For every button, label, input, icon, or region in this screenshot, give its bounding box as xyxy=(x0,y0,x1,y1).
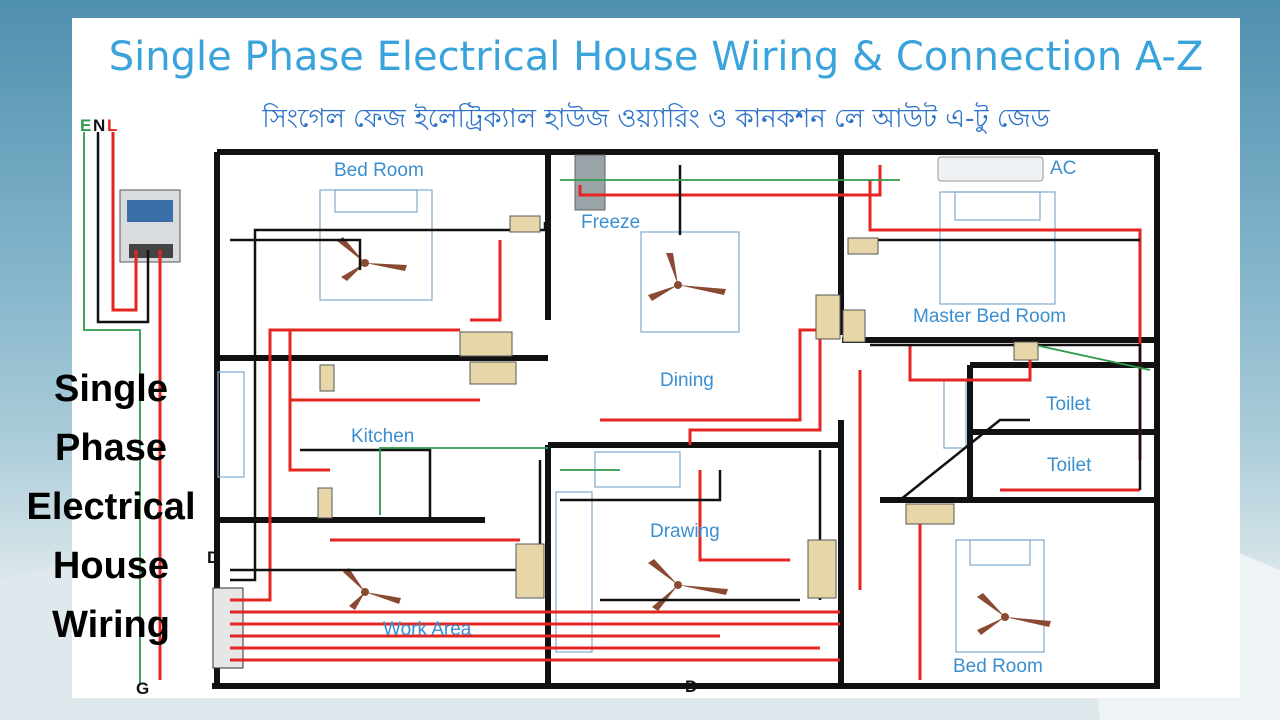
room-label-toilet-1: Toilet xyxy=(1046,394,1091,415)
room-label-drawing: Drawing xyxy=(650,521,720,542)
earth-label: E xyxy=(80,116,91,135)
neutral-wires xyxy=(96,132,1142,602)
room-label-dining: Dining xyxy=(660,370,714,391)
ceiling-fan-icon xyxy=(337,237,1051,635)
side-caption-line: House xyxy=(52,545,170,587)
side-caption: Single Phase Electrical House Wiring xyxy=(0,360,222,655)
neutral-label: N xyxy=(93,116,105,135)
door-label-bottom: D xyxy=(685,677,697,696)
phase-wires xyxy=(111,132,1142,680)
room-label-work-area: Work Area xyxy=(383,619,472,640)
side-caption-line: Electrical xyxy=(26,486,196,528)
page-subtitle: সিংগেল ফেজ ইলেট্রিক্যাল হাউজ ওয়্যারিং ও… xyxy=(262,104,1050,134)
room-label-toilet-2: Toilet xyxy=(1047,455,1092,476)
side-caption-line: Wiring xyxy=(52,604,170,646)
side-caption-line: Single xyxy=(53,368,169,410)
ac-unit-icon xyxy=(937,156,1044,182)
switch-board-icon xyxy=(317,215,1039,599)
room-label-bed-room-2: Bed Room xyxy=(953,656,1043,677)
room-label-bed-room: Bed Room xyxy=(334,160,424,181)
side-caption-line: Phase xyxy=(55,427,167,469)
phase-label: L xyxy=(107,116,117,135)
fridge-icon xyxy=(574,154,606,211)
ground-label: G xyxy=(136,679,149,698)
furniture xyxy=(217,189,1056,653)
room-label-ac: AC xyxy=(1050,158,1076,179)
page-title: Single Phase Electrical House Wiring & C… xyxy=(108,34,1204,80)
door-label-left: D xyxy=(207,548,219,567)
earth-wires xyxy=(83,132,1151,684)
room-label-freeze: Freeze xyxy=(581,212,640,233)
energy-meter-icon xyxy=(119,189,181,263)
room-label-kitchen: Kitchen xyxy=(351,426,414,447)
room-label-master-bed-room: Master Bed Room xyxy=(913,306,1066,327)
